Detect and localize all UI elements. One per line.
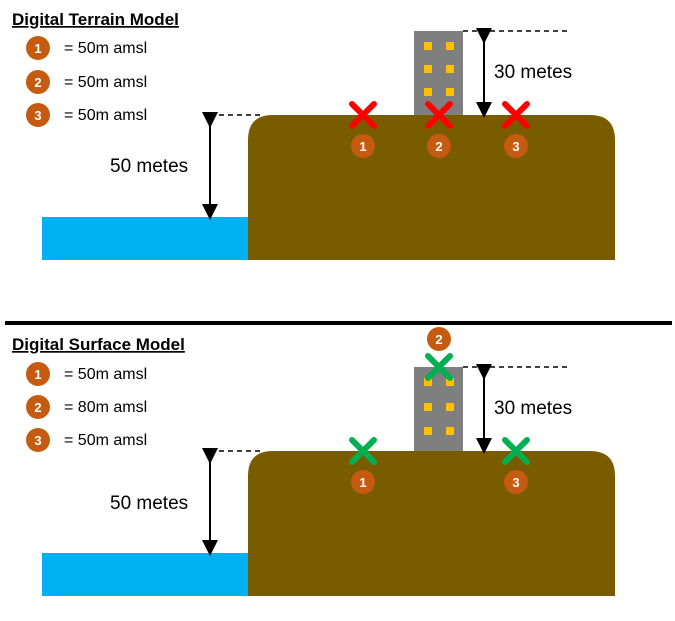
cross-icon [502, 437, 530, 465]
point-marker-3 [504, 134, 528, 158]
legend-text: = 50m amsl [64, 107, 147, 124]
water-body [42, 217, 250, 260]
ground-terrain [248, 451, 615, 596]
dtm-legend-item-2: 2 = 50m amsl [26, 70, 147, 94]
dsm-legend: 1 = 50m amsl 2 = 80m amsl 3 = 50m amsl [26, 362, 147, 452]
cross-icon [425, 101, 453, 129]
marker-badge [26, 103, 50, 127]
dtm-legend-item-3: 3 = 50m amsl [26, 103, 147, 127]
marker-badge [26, 395, 50, 419]
marker-badge [26, 362, 50, 386]
point-marker-1 [351, 134, 375, 158]
marker-badge [26, 36, 50, 60]
marker-number: 2 [34, 400, 41, 415]
cross-icon [349, 437, 377, 465]
marker-number: 1 [34, 41, 41, 56]
building-height-label: 30 metes [494, 398, 572, 419]
dtm-legend: 1 = 50m amsl 2 = 50m amsl 3 = 50m amsl [26, 36, 147, 127]
ground-height-label: 50 metes [110, 493, 188, 514]
cross-icon [502, 101, 530, 129]
legend-text: = 50m amsl [64, 366, 147, 383]
marker-number: 1 [34, 367, 41, 382]
ground-height-label: 50 metes [110, 156, 188, 177]
point-marker-1 [351, 470, 375, 494]
dsm-legend-item-2: 2 = 80m amsl [26, 395, 147, 419]
legend-text: = 50m amsl [64, 432, 147, 449]
dtm-legend-item-1: 1 = 50m amsl [26, 36, 147, 60]
marker-number: 2 [435, 139, 442, 154]
marker-number: 3 [34, 433, 41, 448]
dtm-panel: Digital Terrain Model 1 = 50m amsl 2 = 5… [12, 10, 615, 260]
dtm-title: Digital Terrain Model [12, 10, 179, 29]
dsm-legend-item-3: 3 = 50m amsl [26, 428, 147, 452]
dsm-legend-item-1: 1 = 50m amsl [26, 362, 147, 386]
marker-number: 3 [34, 108, 41, 123]
marker-number: 2 [34, 75, 41, 90]
marker-badge [26, 70, 50, 94]
marker-badge [26, 428, 50, 452]
legend-text: = 50m amsl [64, 40, 147, 57]
cross-icon [349, 101, 377, 129]
marker-number: 1 [359, 139, 366, 154]
marker-number: 1 [359, 475, 366, 490]
building [414, 31, 463, 115]
marker-number: 3 [512, 139, 519, 154]
building-windows [424, 378, 454, 435]
legend-text: = 50m amsl [64, 74, 147, 91]
dsm-panel: Digital Surface Model 1 = 50m amsl 2 = 8… [12, 327, 615, 596]
point-marker-3 [504, 470, 528, 494]
cross-icon [425, 353, 453, 381]
building-windows [424, 42, 454, 96]
marker-number: 2 [435, 332, 442, 347]
point-marker-2 [427, 134, 451, 158]
legend-text: = 80m amsl [64, 399, 147, 416]
building-height-label: 30 metes [494, 62, 572, 83]
water-body [42, 553, 250, 596]
building [414, 367, 463, 451]
dsm-title: Digital Surface Model [12, 335, 185, 354]
point-marker-2 [427, 327, 451, 351]
marker-number: 3 [512, 475, 519, 490]
